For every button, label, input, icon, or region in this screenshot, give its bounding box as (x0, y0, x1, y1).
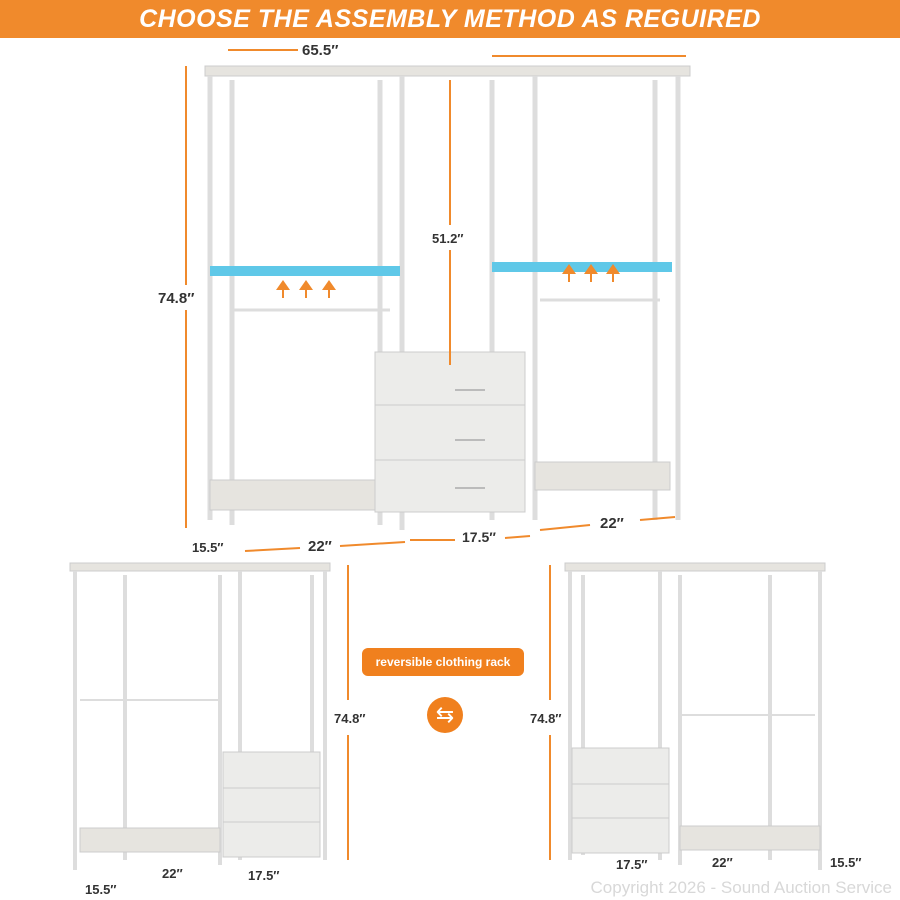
top-height-label: 74.8″ (158, 290, 195, 307)
left-depth-label: 15.5″ (85, 882, 117, 897)
right-rack (564, 562, 826, 870)
top-rack (204, 65, 691, 530)
left-side-width-label: 22″ (162, 866, 183, 881)
swap-arrows-icon: ⇆ (427, 697, 463, 733)
banner-title: CHOOSE THE ASSEMBLY METHOD AS REGUIRED (139, 4, 761, 33)
reversible-label: reversible clothing rack (362, 648, 524, 676)
top-depth-label: 15.5″ (192, 540, 224, 555)
right-depth-label: 15.5″ (830, 855, 862, 870)
watermark: Copyright 2026 - Sound Auction Service (590, 878, 892, 897)
left-height-label: 74.8″ (334, 711, 366, 726)
top-width-label: 65.5″ (302, 42, 339, 59)
right-drawer-width-label: 17.5″ (616, 857, 648, 872)
right-side-width-label: 22″ (712, 855, 733, 870)
left-rack (69, 562, 331, 870)
up-arrows (276, 264, 620, 298)
top-middle-width-label: 17.5″ (462, 529, 496, 545)
right-height-label: 74.8″ (530, 711, 562, 726)
top-right-width-label: 22″ (600, 515, 624, 532)
title-banner: CHOOSE THE ASSEMBLY METHOD AS REGUIRED (0, 0, 900, 38)
top-inner-height-label: 51.2″ (432, 231, 464, 246)
dimension-lines (185, 49, 686, 860)
top-left-width-label: 22″ (308, 538, 332, 555)
left-drawer-width-label: 17.5″ (248, 868, 280, 883)
